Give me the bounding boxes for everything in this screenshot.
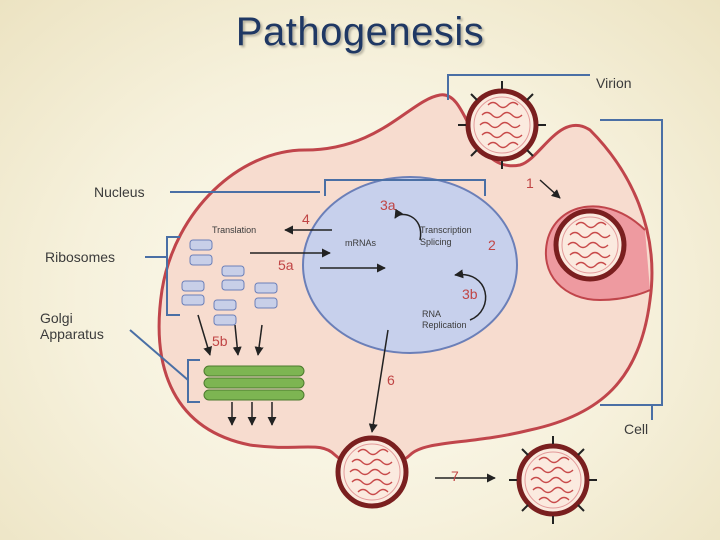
step-6: 6: [387, 372, 395, 388]
label-nucleus: Nucleus: [94, 184, 145, 200]
virion-entering: [458, 81, 546, 169]
step-5b: 5b: [212, 333, 228, 349]
step-4: 4: [302, 211, 310, 227]
golgi-apparatus: [203, 365, 305, 401]
step-5a: 5a: [278, 257, 294, 273]
label-golgi-line2: Apparatus: [40, 326, 104, 342]
label-cell: Cell: [624, 421, 648, 437]
label-mrnas: mRNAs: [345, 238, 376, 248]
slide-title: Pathogenesis: [235, 10, 485, 54]
label-ribosomes: Ribosomes: [45, 249, 115, 265]
virion-released: [509, 436, 597, 524]
step-3b: 3b: [462, 286, 478, 302]
label-splicing: Splicing: [420, 237, 452, 247]
label-transcription: Transcription: [420, 225, 472, 235]
label-replication: Replication: [422, 320, 467, 330]
label-rna: RNA: [422, 309, 441, 319]
step-1: 1: [526, 175, 534, 191]
step-3a: 3a: [380, 197, 396, 213]
label-translation: Translation: [212, 225, 256, 235]
step-2: 2: [488, 237, 496, 253]
label-golgi-line1: Golgi: [40, 310, 73, 326]
nucleus: [302, 176, 518, 354]
ribosome-cluster: [181, 239, 278, 326]
step-7: 7: [451, 468, 459, 484]
label-virion: Virion: [596, 75, 632, 91]
virion-budding: [338, 438, 406, 506]
virion-endocytosed: [556, 211, 624, 279]
